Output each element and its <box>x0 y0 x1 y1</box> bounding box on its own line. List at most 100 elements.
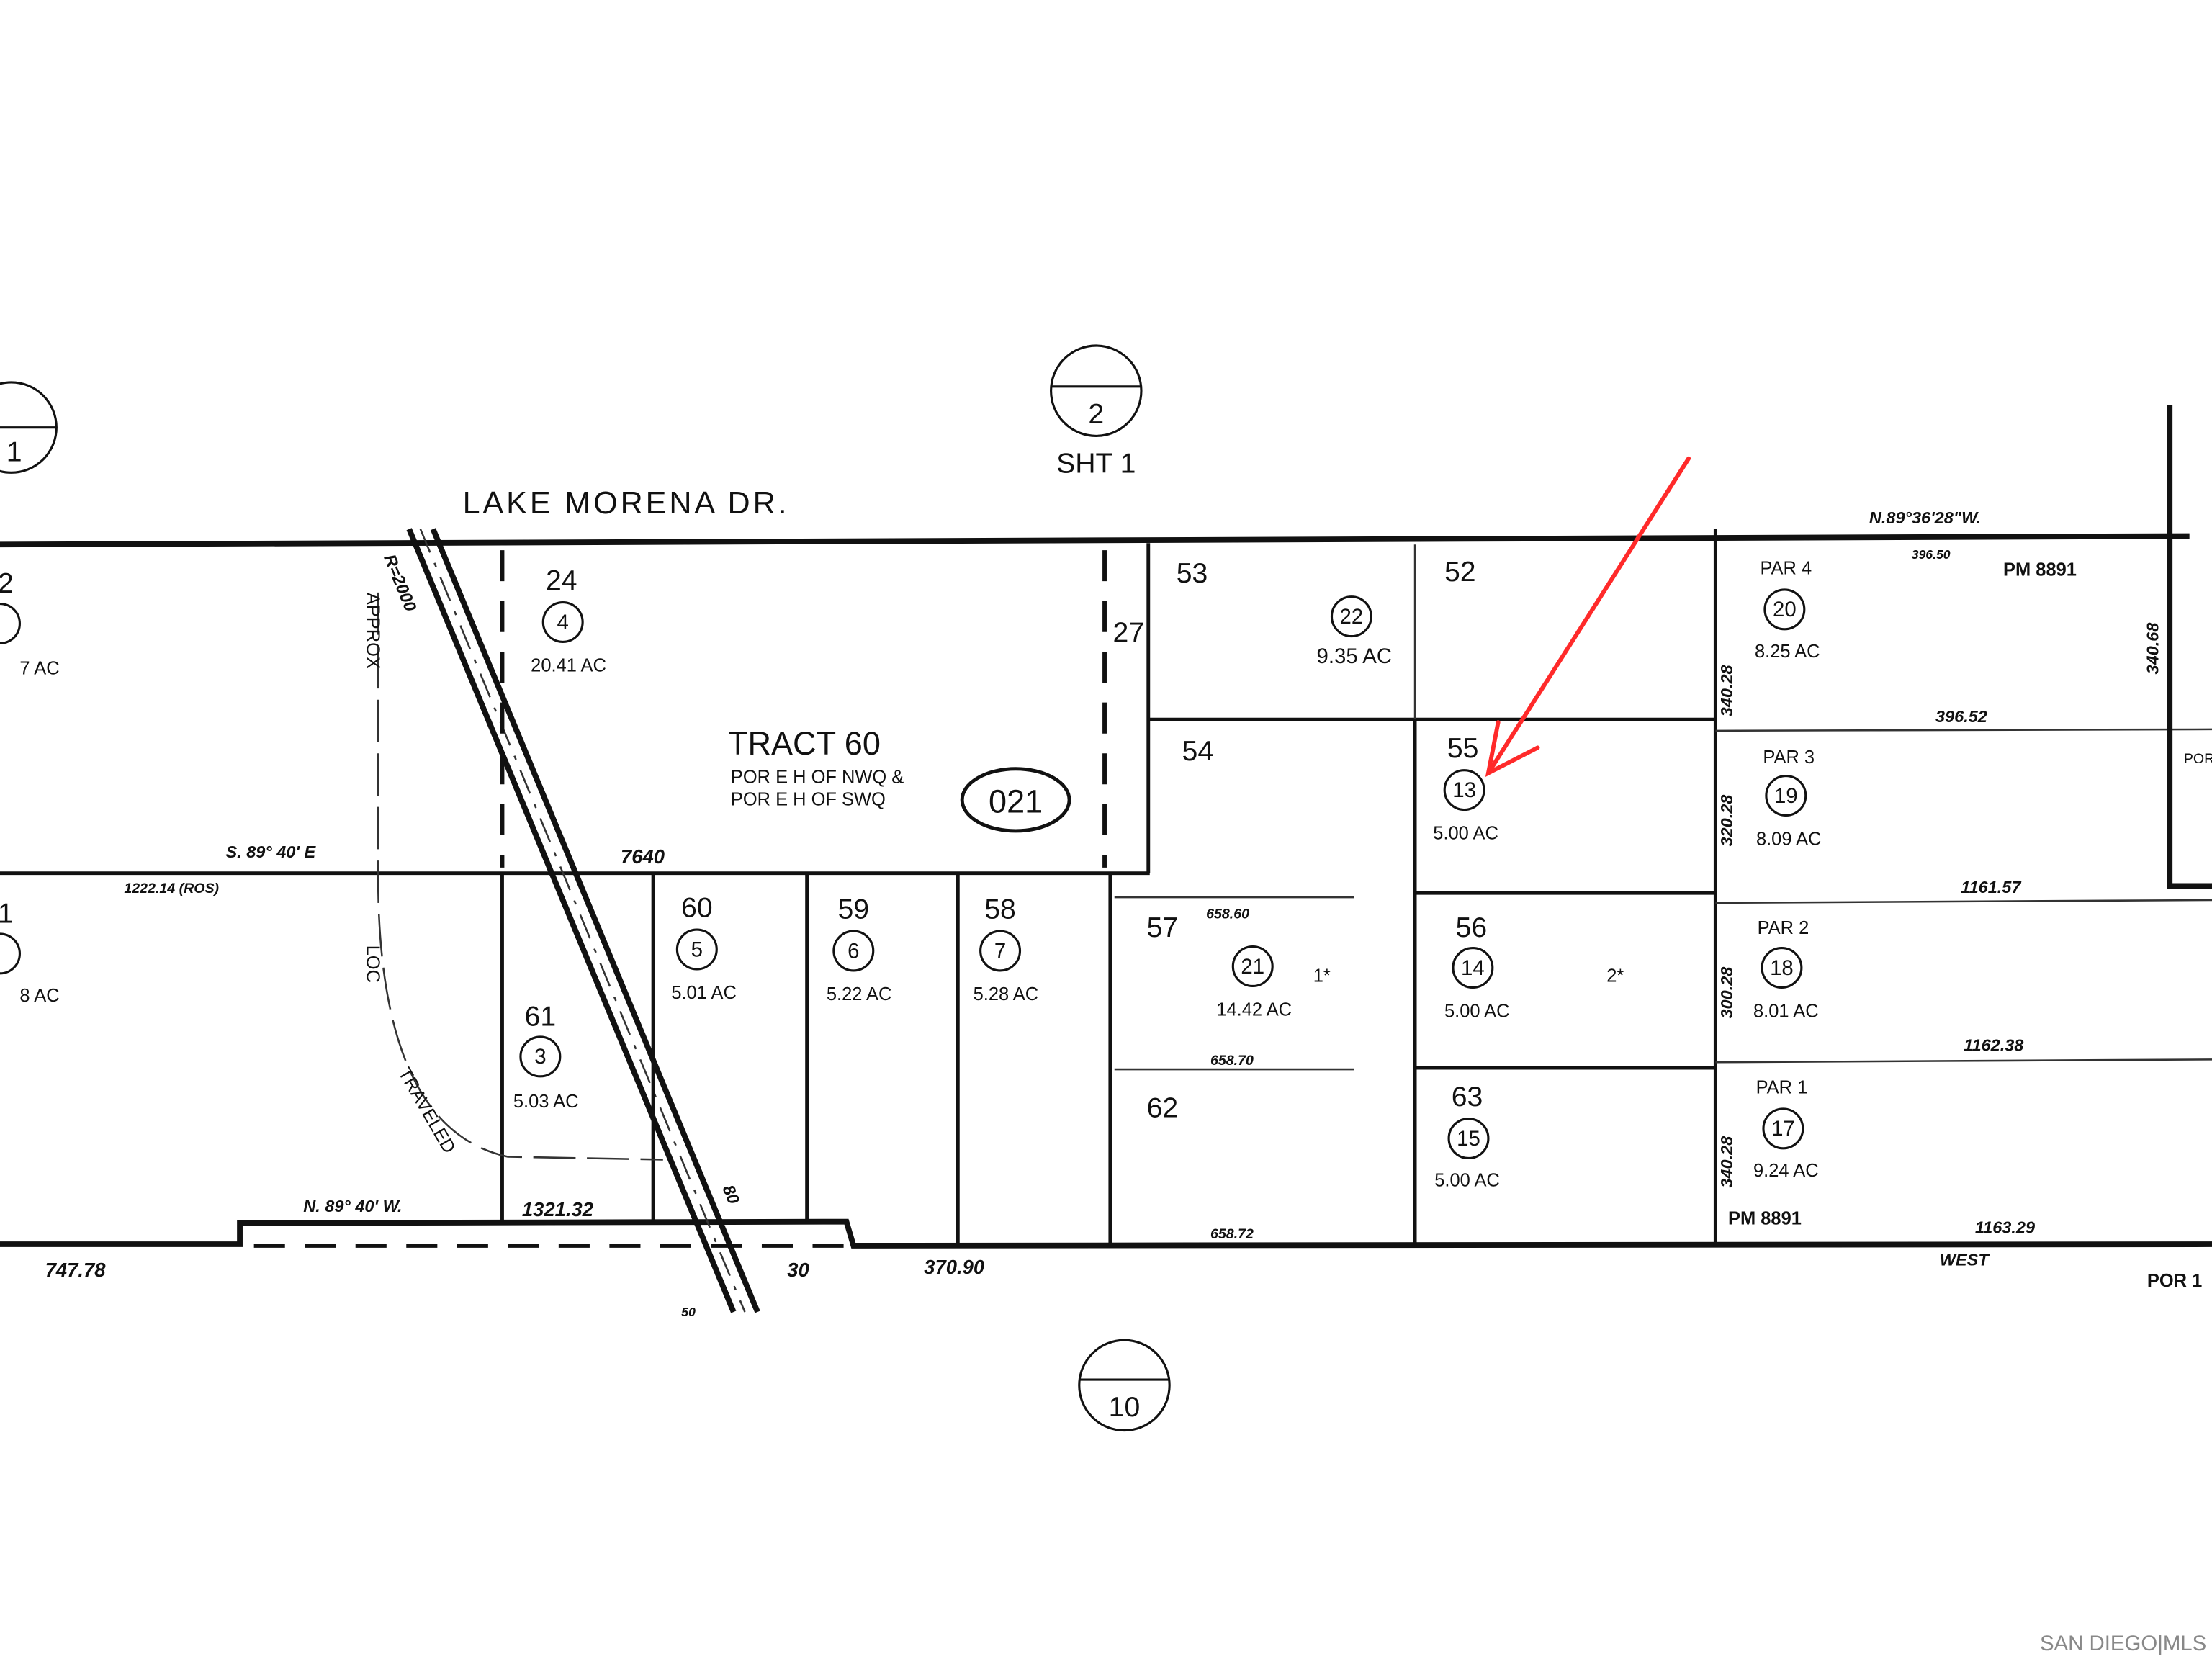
acreage: 8 AC <box>19 986 59 1006</box>
dimension: 658.60 <box>1206 906 1249 922</box>
lot-line <box>1715 1058 2212 1064</box>
sheet-ref-2[interactable]: 2 SHT 1 <box>1050 344 1143 479</box>
parcel[interactable]: 54 <box>1182 736 1214 767</box>
parcel[interactable]: PAR 3 19 8.09 AC <box>1756 747 1822 850</box>
dimension: 396.50 <box>1912 547 1951 562</box>
road-west-edge <box>406 528 737 1313</box>
parcel[interactable]: 57 21 14.42 AC 1* <box>1147 912 1331 1020</box>
parcel[interactable]: 52 <box>1444 557 1476 588</box>
bearing: S. 89° 40' E <box>225 842 316 861</box>
lot-number: PAR 4 <box>1760 558 1812 578</box>
dimension: 747.78 <box>45 1259 107 1281</box>
bearing: N. 89° 40' W. <box>303 1197 402 1215</box>
note-mark: 1* <box>1313 966 1331 986</box>
plat-ref: POR 1 <box>2147 1271 2202 1291</box>
parcel[interactable]: 1 8 AC <box>0 898 60 1006</box>
sheet-ref-number: 10 <box>1109 1392 1141 1423</box>
lot-number: 52 <box>1444 557 1476 588</box>
lot-number: PAR 3 <box>1763 747 1815 768</box>
parcel-number: 7 <box>994 939 1006 963</box>
parcel[interactable]: 27 <box>1113 617 1145 648</box>
parcel-number: 14 <box>1461 956 1485 980</box>
approx-label: APPROX <box>362 593 382 669</box>
dimension: 7640 <box>621 845 665 868</box>
traveled-label: TRAVELED <box>394 1064 459 1157</box>
dimension: 80 <box>719 1182 743 1207</box>
parcel[interactable]: PAR 1 17 9.24 AC <box>1753 1077 1819 1181</box>
parcel-number: 19 <box>1774 784 1798 808</box>
north-boundary <box>0 533 2190 548</box>
parcel-number: 21 <box>1241 955 1264 979</box>
acreage: 8.01 AC <box>1753 1002 1819 1022</box>
acreage: 9.24 AC <box>1753 1161 1819 1181</box>
dimension: WEST <box>1940 1250 1990 1269</box>
note-mark: 2* <box>1606 966 1624 986</box>
lot-number: 24 <box>546 565 577 596</box>
dimension: 340.68 <box>2144 622 2162 675</box>
lot-number: 57 <box>1147 912 1179 943</box>
acreage: 5.00 AC <box>1434 1171 1500 1191</box>
boundary-lines <box>0 405 2212 1313</box>
dimension: 340.28 <box>1717 664 1736 716</box>
road-centerline <box>419 529 746 1313</box>
sheet-ref-number: 2 <box>1088 399 1104 430</box>
dimension: 370.90 <box>924 1256 984 1278</box>
acreage: 5.22 AC <box>827 984 892 1004</box>
lot-number: 27 <box>1113 617 1145 648</box>
acreage: 5.00 AC <box>1433 824 1498 844</box>
parcel-number: 17 <box>1771 1117 1795 1141</box>
dimension: 1163.29 <box>1975 1218 2035 1236</box>
parcel-number: 5 <box>691 938 703 961</box>
lot-number: PAR 1 <box>1756 1077 1808 1097</box>
sheet-ref-number: 1 <box>6 437 22 468</box>
dimension: 320.28 <box>1717 794 1736 847</box>
pointer-arrow-icon <box>1485 456 1691 778</box>
plat-ref: PM 8891 <box>1728 1209 1802 1229</box>
sheet-ref-10[interactable]: 10 <box>1078 1339 1171 1432</box>
lot-number: 58 <box>984 894 1016 925</box>
tract-label: TRACT 60 POR E H OF NWQ & POR E H OF SWQ <box>728 725 904 810</box>
loc-label: LOC <box>362 945 382 983</box>
south-boundary <box>0 1218 2212 1249</box>
book-page-number: 021 <box>989 783 1043 819</box>
lot-number: 1 <box>0 898 14 929</box>
sheet-ref-1[interactable]: 1 <box>0 381 58 474</box>
dimension: 30 <box>787 1259 809 1281</box>
parcel[interactable]: 62 <box>1147 1093 1179 1124</box>
lot-line <box>1715 899 2212 904</box>
dimension: 396.52 <box>1936 707 1987 726</box>
acreage: 8.09 AC <box>1756 830 1822 850</box>
watermark: SAN DIEGO|MLS <box>2040 1632 2206 1655</box>
lot-number: 59 <box>838 894 870 925</box>
dimension: 658.70 <box>1210 1053 1254 1069</box>
parcel[interactable]: 27 AC <box>0 568 60 679</box>
dimension: 340.28 <box>1717 1136 1736 1188</box>
sheet-ref-note: SHT 1 <box>1056 448 1136 479</box>
plat-ref: POR <box>2184 751 2212 767</box>
lot-number: PAR 2 <box>1758 918 1809 938</box>
parcel-number: 22 <box>1340 605 1364 629</box>
dimension: 1161.57 <box>1961 878 2021 896</box>
lot-number: 54 <box>1182 736 1214 767</box>
road-east-edge <box>430 528 760 1313</box>
parcel-number: 3 <box>534 1045 546 1069</box>
curve-radius: R=2000 <box>380 552 420 614</box>
acreage: 14.42 AC <box>1216 1000 1292 1020</box>
dimension: 658.72 <box>1210 1226 1254 1242</box>
street-name: LAKE MORENA DR. <box>463 486 790 521</box>
acreage: 5.03 AC <box>513 1092 579 1112</box>
dimension: 1162.38 <box>1964 1036 2024 1055</box>
traveled-road-line <box>377 592 663 1161</box>
